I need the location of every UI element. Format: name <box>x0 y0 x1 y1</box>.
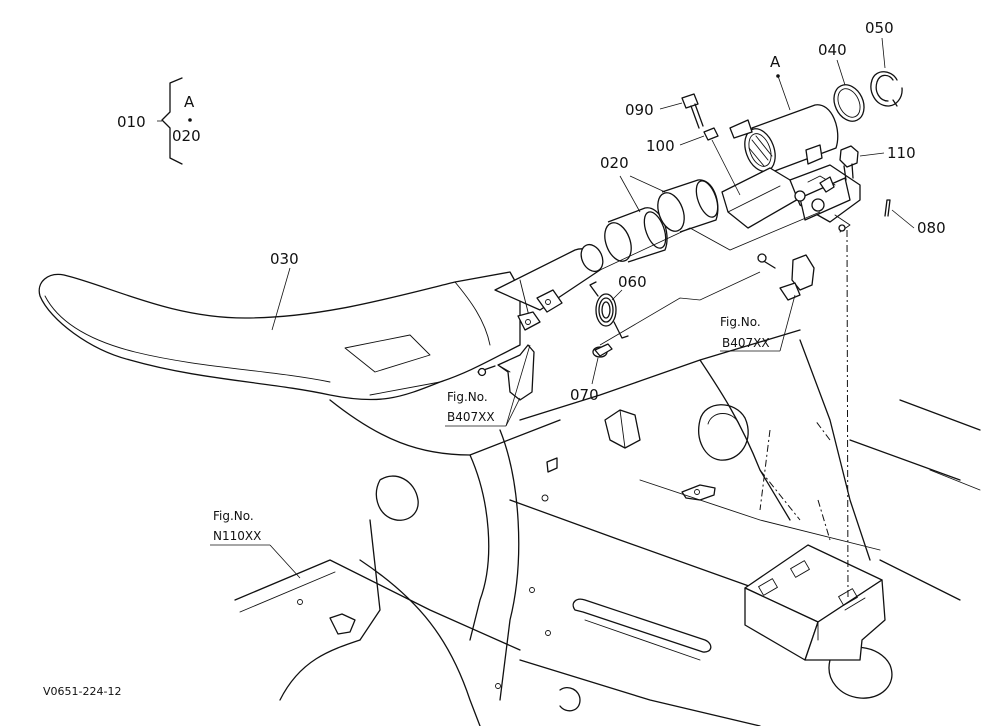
bolt-part-090 <box>681 93 704 129</box>
bolt-part-110 <box>839 145 859 181</box>
assembly-alignment-line <box>599 211 821 271</box>
pivot-holder <box>721 104 861 233</box>
leader-070 <box>591 357 599 385</box>
callout-050: 050 <box>865 19 894 37</box>
callout-090: 090 <box>625 101 654 119</box>
callout-070: 070 <box>570 386 599 404</box>
detail-point-dot <box>188 118 192 122</box>
figure-ref-right-number: B407XX <box>722 336 770 350</box>
mounting-bracket <box>744 544 886 661</box>
figure-ref-center-label: Fig.No. <box>447 390 488 404</box>
assembly-group-bracket: 010 A 020 <box>117 77 201 165</box>
detail-mark-a: A <box>770 53 781 71</box>
figure-ref-lower-left-number: N110XX <box>213 529 261 543</box>
callout-020-bracket: 020 <box>172 127 201 145</box>
leader-figure-ref-center-a <box>505 397 521 427</box>
washer-part-100 <box>703 127 719 141</box>
leader-080 <box>891 209 915 229</box>
spring-part-060 <box>589 281 629 339</box>
bolt-alignment-line <box>711 139 741 196</box>
figure-ref-right-label: Fig.No. <box>720 315 761 329</box>
leader-100 <box>679 135 705 146</box>
callout-100: 100 <box>646 137 675 155</box>
washer-part-040 <box>833 84 865 122</box>
sensor-bracket-center <box>477 344 535 401</box>
alignment-line <box>846 229 849 601</box>
detail-mark-a-left: A <box>184 93 195 111</box>
leader-020-a <box>619 175 641 213</box>
leader-050 <box>881 37 886 69</box>
leader-060 <box>611 289 623 301</box>
handle-part-030 <box>38 243 604 401</box>
callout-060: 060 <box>618 273 647 291</box>
callout-020: 020 <box>600 154 629 172</box>
figure-ref-center-number: B407XX <box>447 410 495 424</box>
leader-030 <box>271 267 291 331</box>
leader-040 <box>836 59 846 86</box>
callout-030: 030 <box>270 250 299 268</box>
figure-ref-lower-left-label: Fig.No. <box>213 509 254 523</box>
callout-010: 010 <box>117 113 146 131</box>
leader-090 <box>659 102 683 110</box>
snap-ring-part-050 <box>870 71 903 107</box>
bush-part-020 <box>604 179 719 263</box>
leader-a <box>777 75 791 111</box>
leader-figure-ref-center-b <box>505 344 531 427</box>
assembly-alignment-line-2 <box>599 271 761 346</box>
leader-110 <box>859 152 885 157</box>
pin-part-070 <box>592 343 613 358</box>
callout-110: 110 <box>887 144 916 162</box>
leader-figure-ref-lower-left <box>269 544 301 579</box>
leader-020-b <box>629 175 666 193</box>
sensor-bracket-right <box>757 253 815 301</box>
leader-figure-ref-right <box>779 294 796 352</box>
chassis-frame <box>234 329 981 726</box>
callout-040: 040 <box>818 41 847 59</box>
cotter-pin-part-080 <box>884 199 891 217</box>
drawing-code: V0651-224-12 <box>43 685 121 698</box>
callout-080: 080 <box>917 219 946 237</box>
